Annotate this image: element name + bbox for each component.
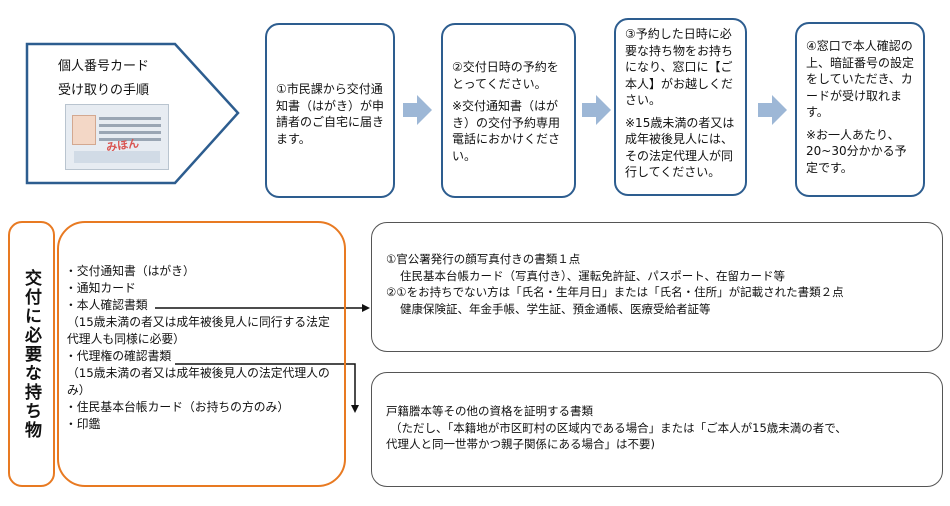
proxy-docs-line1: 戸籍謄本等その他の資格を証明する書類 — [386, 404, 593, 418]
identity-docs-line3: ②①をお持ちでない方は「氏名・生年月日」または「氏名・住所」が記載された書類２点 — [386, 285, 844, 300]
step-4: ④窓口で本人確認の上、暗証番号の設定をしていただき、カードが受け取れます。 ※お… — [795, 22, 925, 197]
identity-docs-line1: ①官公署発行の顔写真付きの書類１点 — [386, 252, 581, 266]
requirement-note-identity: （15歳未満の者又は成年被後見人に同行する法定代理人も同様に必要） — [67, 315, 330, 346]
connector-proxy-arrowhead — [351, 405, 359, 413]
requirements-list-box: ・交付通知書（はがき） ・通知カード ・本人確認書類 （15歳未満の者又は成年被… — [57, 221, 346, 487]
proxy-docs-line2: （ただし、「本籍地が市区町村の区域内である場合」または「ご本人が15歳未満の者で… — [390, 420, 847, 435]
identity-docs-box: ①官公署発行の顔写真付きの書類１点 住民基本台帳カード（写真付き）、運転免許証、… — [371, 222, 943, 352]
card-text-lines — [99, 117, 161, 120]
step-3-text: ③予約した日時に必要な持ち物をお持ちになり、窓口に【ご本人】がお越しください。 — [625, 27, 734, 108]
sample-card-image: みほん — [65, 104, 169, 170]
requirement-item-notice-postcard: ・交付通知書（はがき） — [65, 264, 195, 278]
identity-docs-line2: 住民基本台帳カード（写真付き）、運転免許証、パスポート、在留カード等 — [400, 268, 786, 283]
identity-docs-line4: 健康保険証、年金手帳、学生証、預金通帳、医療受給者証等 — [400, 302, 711, 317]
step-4-note: ※お一人あたり、20~30分かかる予定です。 — [806, 127, 907, 175]
requirement-item-juki-card: ・住民基本台帳カード（お持ちの方のみ） — [65, 400, 290, 414]
requirements-heading-box: 交付に必要な持ち物 — [8, 221, 55, 487]
step-4-text: ④窓口で本人確認の上、暗証番号の設定をしていただき、カードが受け取れます。 — [806, 39, 915, 120]
intro-title-line2: 受け取りの手順 — [58, 83, 150, 98]
requirements-heading: 交付に必要な持ち物 — [21, 268, 41, 440]
step-2-text: ②交付日時の予約をとってください。 — [452, 60, 559, 91]
proxy-docs-line3: 代理人と同一世帯かつ親子関係にある場合」は不要) — [386, 437, 655, 452]
card-chip — [74, 151, 160, 163]
requirement-note-proxy: （15歳未満の者又は成年被後見人の法定代理人のみ） — [67, 366, 330, 397]
intro-title-line1: 個人番号カード — [58, 59, 150, 74]
step-2-note: ※交付通知書（はがき）の交付予約専用電話におかけください。 — [452, 99, 561, 163]
requirement-item-proxy-docs: ・代理権の確認書類 — [65, 349, 172, 363]
step-1-text: ①市民課から交付通知書（はがき）が申請者のご自宅に届きます。 — [276, 82, 385, 146]
connector-identity-arrowhead — [362, 304, 370, 312]
intro-title: 個人番号カード 受け取りの手順 — [58, 55, 149, 103]
step-3: ③予約した日時に必要な持ち物をお持ちになり、窓口に【ご本人】がお越しください。 … — [614, 18, 747, 196]
requirement-item-identity-docs: ・本人確認書類 — [65, 298, 148, 312]
requirement-item-notification-card: ・通知カード — [65, 281, 136, 295]
connector-proxy-docs — [175, 363, 356, 408]
proxy-docs-box: 戸籍謄本等その他の資格を証明する書類 （ただし、「本籍地が市区町村の区域内である… — [371, 372, 943, 487]
card-photo — [72, 115, 96, 145]
requirement-item-seal: ・印鑑 — [65, 417, 101, 431]
step-1: ①市民課から交付通知書（はがき）が申請者のご自宅に届きます。 — [265, 23, 395, 198]
step-3-note: ※15歳未満の者又は成年被後見人には、その法定代理人が同行してください。 — [625, 115, 735, 180]
step-2: ②交付日時の予約をとってください。 ※交付通知書（はがき）の交付予約専用電話にお… — [441, 23, 576, 198]
